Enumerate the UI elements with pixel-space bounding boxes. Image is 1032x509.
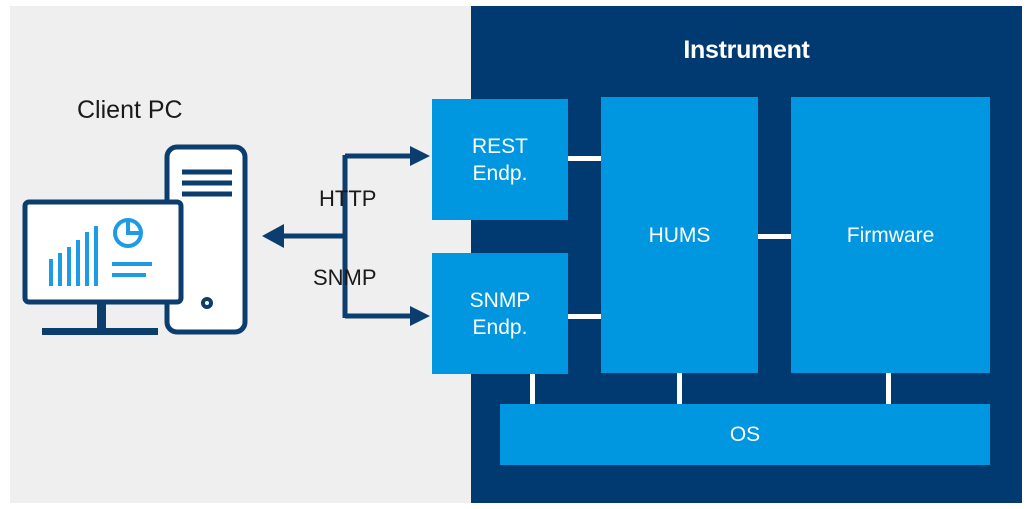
snmp-arrowhead-icon [410, 306, 430, 326]
rest-endpoint-block: REST Endp. [432, 99, 568, 220]
snmp-endpoint-block: SNMP Endp. [432, 253, 568, 374]
snmp-hums-connector [568, 314, 601, 319]
protocol-arrows [282, 153, 414, 319]
http-label: HTTP [319, 186, 377, 211]
firmware-block: Firmware [791, 97, 990, 373]
firmware-os-connector [886, 373, 891, 404]
rest-hums-connector [568, 156, 601, 161]
desktop-computer-icon [22, 199, 184, 335]
client-arrowhead-icon [262, 224, 284, 248]
bar-chart-icon [49, 226, 98, 286]
snmp-os-connector [530, 374, 535, 404]
snmp-label: SNMP [313, 265, 377, 290]
text-lines-icon [112, 262, 152, 277]
os-block: OS [500, 404, 990, 465]
instrument-title: Instrument [683, 36, 810, 64]
hums-firmware-connector [758, 234, 791, 239]
hums-block: HUMS [601, 97, 758, 373]
http-arrowhead-icon [410, 146, 430, 166]
client-pc-label: Client PC [77, 96, 183, 124]
hums-os-connector [677, 373, 682, 404]
pie-chart-icon [113, 218, 143, 248]
